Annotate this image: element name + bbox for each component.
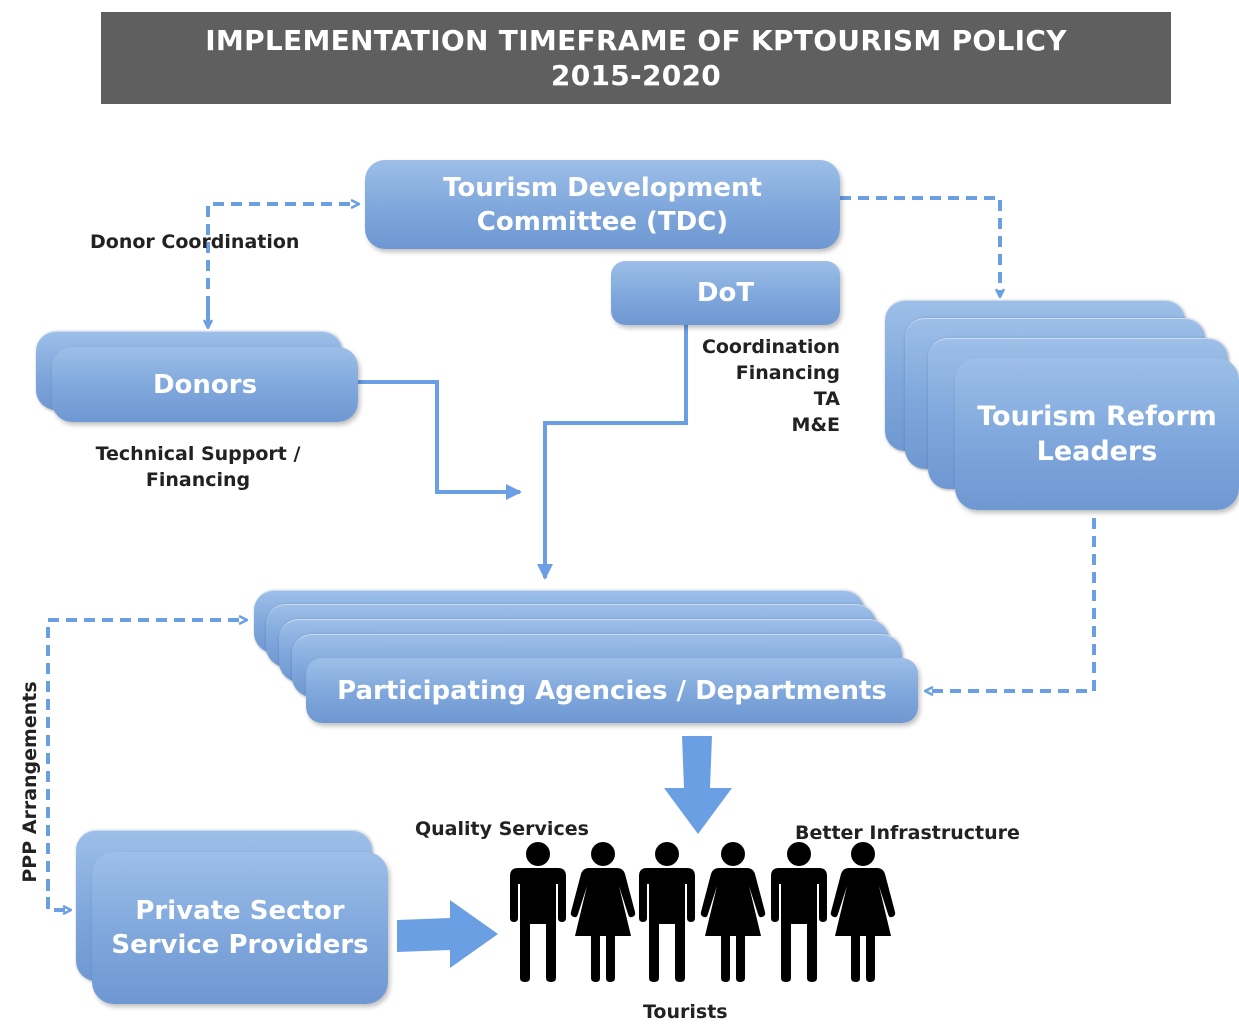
agencies-box: Participating Agencies / Departments (306, 658, 918, 723)
female-figure-icon (570, 842, 636, 982)
reform-leaders-box: Tourism Reform Leaders (955, 358, 1239, 510)
male-figure-icon (510, 842, 566, 982)
technical-support-line-1: Technical Support / (95, 443, 301, 465)
dot-label: DoT (696, 278, 755, 308)
ppp-to-agencies-connector (46, 620, 246, 908)
dot-role-coordination: Coordination (701, 336, 840, 358)
private-sector-box: Private Sector Service Providers (92, 852, 388, 1004)
female-figure-icon (700, 842, 766, 982)
private-label-line-2: Service Providers (111, 930, 369, 960)
diagram-title: IMPLEMENTATION TIMEFRAME OF KPTOURISM PO… (101, 12, 1171, 104)
female-figure-icon (830, 842, 896, 982)
private-to-tourists-block-arrow (397, 900, 498, 968)
technical-support-label: Technical Support / Financing (80, 441, 316, 493)
tourists-label: Tourists (643, 1001, 728, 1023)
agencies-label: Participating Agencies / Departments (337, 675, 887, 706)
tdc-box: Tourism Development Committee (TDC) (365, 160, 840, 249)
reform-leaders-label-line-1: Tourism Reform (977, 401, 1217, 432)
dot-to-agencies-connector (537, 325, 688, 580)
reform-leaders-label-line-2: Leaders (1036, 436, 1158, 467)
dot-roles-label: Coordination Financing TA M&E (680, 334, 840, 438)
male-figure-icon (771, 842, 827, 982)
quality-services-label: Quality Services (415, 818, 589, 840)
better-infrastructure-label: Better Infrastructure (795, 822, 1020, 844)
donor-coordination-connector (206, 204, 358, 325)
dot-role-me: M&E (791, 414, 840, 436)
private-label-line-1: Private Sector (135, 896, 345, 926)
agencies-to-tourists-block-arrow (664, 736, 732, 834)
title-line-1: IMPLEMENTATION TIMEFRAME OF KPTOURISM PO… (205, 24, 1067, 57)
tdc-to-reform-leaders-connector (840, 196, 1000, 296)
dot-box: DoT (611, 261, 840, 325)
donors-to-agencies-connector (358, 380, 522, 500)
tdc-label-line-2: Committee (TDC) (476, 206, 729, 237)
ppp-to-private-connector (46, 880, 70, 910)
donors-box: Donors (52, 347, 358, 422)
title-line-2: 2015-2020 (550, 59, 722, 92)
technical-support-line-2: Financing (145, 469, 251, 491)
donors-label: Donors (152, 369, 258, 400)
reform-leaders-to-agencies-connector (926, 518, 1096, 691)
tdc-label-line-1: Tourism Development (443, 172, 762, 203)
dot-role-ta: TA (813, 388, 840, 410)
male-figure-icon (639, 842, 695, 982)
dot-role-financing: Financing (735, 362, 840, 384)
donor-coordination-label: Donor Coordination (90, 231, 300, 253)
